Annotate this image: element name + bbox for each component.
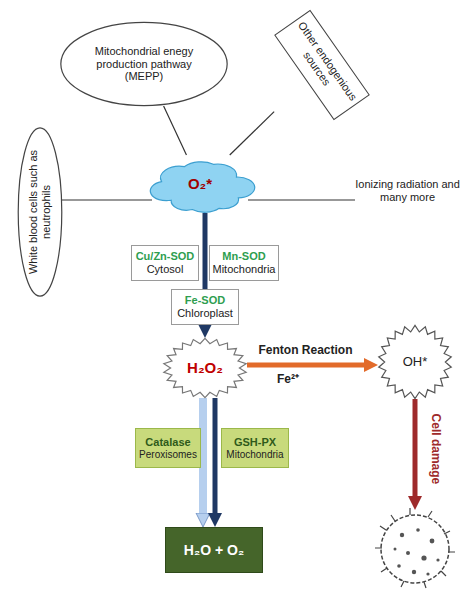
enzyme-box: Fe-SODChloroplast bbox=[171, 289, 239, 325]
source-ellipse: Mitochondrial enegy production pathway (… bbox=[60, 22, 228, 106]
text-holder: Mitochondrial enegy production pathway (… bbox=[60, 22, 228, 106]
location-name: Mitochondria bbox=[213, 263, 276, 276]
text-holder: H₂O₂ bbox=[163, 338, 247, 398]
source-box: Other endogenious sources bbox=[274, 10, 370, 120]
location-name: Mitochondria bbox=[226, 449, 283, 461]
text-holder: White blood cells such as neutrophils bbox=[18, 127, 62, 297]
text-holder: Fe-SODChloroplast bbox=[172, 290, 238, 324]
text-holder: H₂O + O₂ bbox=[166, 528, 262, 572]
product-box: H₂O + O₂ bbox=[165, 527, 263, 573]
connector-line bbox=[164, 106, 187, 155]
source-name: Mitochondrial enegy production pathway (… bbox=[82, 45, 206, 83]
location-name: Peroxisomes bbox=[139, 449, 197, 461]
burst-shape bbox=[379, 325, 452, 398]
source-name: Other endogenious sources bbox=[284, 18, 360, 111]
enzyme-box: Mn-SODMitochondria bbox=[209, 245, 279, 281]
product-name: H₂O + O₂ bbox=[184, 542, 244, 558]
enzyme-name: Cu/Zn-SOD bbox=[136, 250, 195, 263]
enzyme-name: Mn-SOD bbox=[222, 250, 265, 263]
source-name: Ionizing radiation and many more bbox=[355, 178, 460, 203]
species-name: O₂* bbox=[188, 175, 212, 192]
connector-line bbox=[248, 199, 355, 200]
enzyme-box: CatalasePeroxisomes bbox=[135, 428, 201, 468]
text-holder: Cu/Zn-SODCytosol bbox=[132, 246, 198, 280]
radical-burst: OH* bbox=[378, 325, 452, 399]
location-name: Cytosol bbox=[147, 263, 184, 276]
location-name: Chloroplast bbox=[177, 307, 233, 320]
source-name: White blood cells such as neutrophils bbox=[27, 145, 52, 279]
text-holder: Ionizing radiation and many more bbox=[355, 176, 460, 206]
effect-label: Cell damage bbox=[428, 409, 442, 489]
ellipse-shape bbox=[18, 128, 62, 296]
text-holder: Other endogenious sources bbox=[276, 11, 369, 119]
connector-arrow bbox=[247, 363, 364, 368]
species-name: H₂O₂ bbox=[187, 359, 223, 376]
ion-label: Fe²⁺ bbox=[277, 373, 299, 387]
connector-line bbox=[230, 112, 274, 155]
enzyme-name: Fe-SOD bbox=[185, 294, 225, 307]
damaged-cell-illustration bbox=[375, 508, 455, 588]
text-holder: Mn-SODMitochondria bbox=[210, 246, 278, 280]
damage-arrow bbox=[413, 399, 418, 496]
burst-shape bbox=[164, 338, 246, 397]
cell-membrane bbox=[381, 515, 449, 583]
enzyme-box: Cu/Zn-SODCytosol bbox=[131, 245, 199, 281]
connector-line bbox=[62, 199, 152, 200]
membrane-fragments bbox=[375, 508, 455, 588]
connector-arrow bbox=[213, 398, 218, 513]
text-holder: O₂* bbox=[152, 155, 248, 213]
enzyme-name: Catalase bbox=[145, 436, 190, 449]
superoxide-cloud: O₂* bbox=[152, 155, 248, 213]
text-holder: OH* bbox=[378, 325, 452, 399]
source-box: Ionizing radiation and many more bbox=[355, 176, 460, 206]
peroxide-burst: H₂O₂ bbox=[163, 338, 247, 398]
enzyme-box: GSH-PXMitochondria bbox=[221, 428, 289, 468]
ellipse-shape bbox=[61, 22, 227, 105]
text-holder: CatalasePeroxisomes bbox=[136, 429, 200, 467]
cell-debris bbox=[394, 528, 440, 575]
source-ellipse: White blood cells such as neutrophils bbox=[18, 127, 62, 297]
cloud-shape bbox=[150, 162, 254, 212]
reaction-label: Fenton Reaction bbox=[258, 344, 352, 358]
species-name: OH* bbox=[403, 355, 428, 370]
enzyme-name: GSH-PX bbox=[234, 436, 276, 449]
text-holder: GSH-PXMitochondria bbox=[222, 429, 288, 467]
